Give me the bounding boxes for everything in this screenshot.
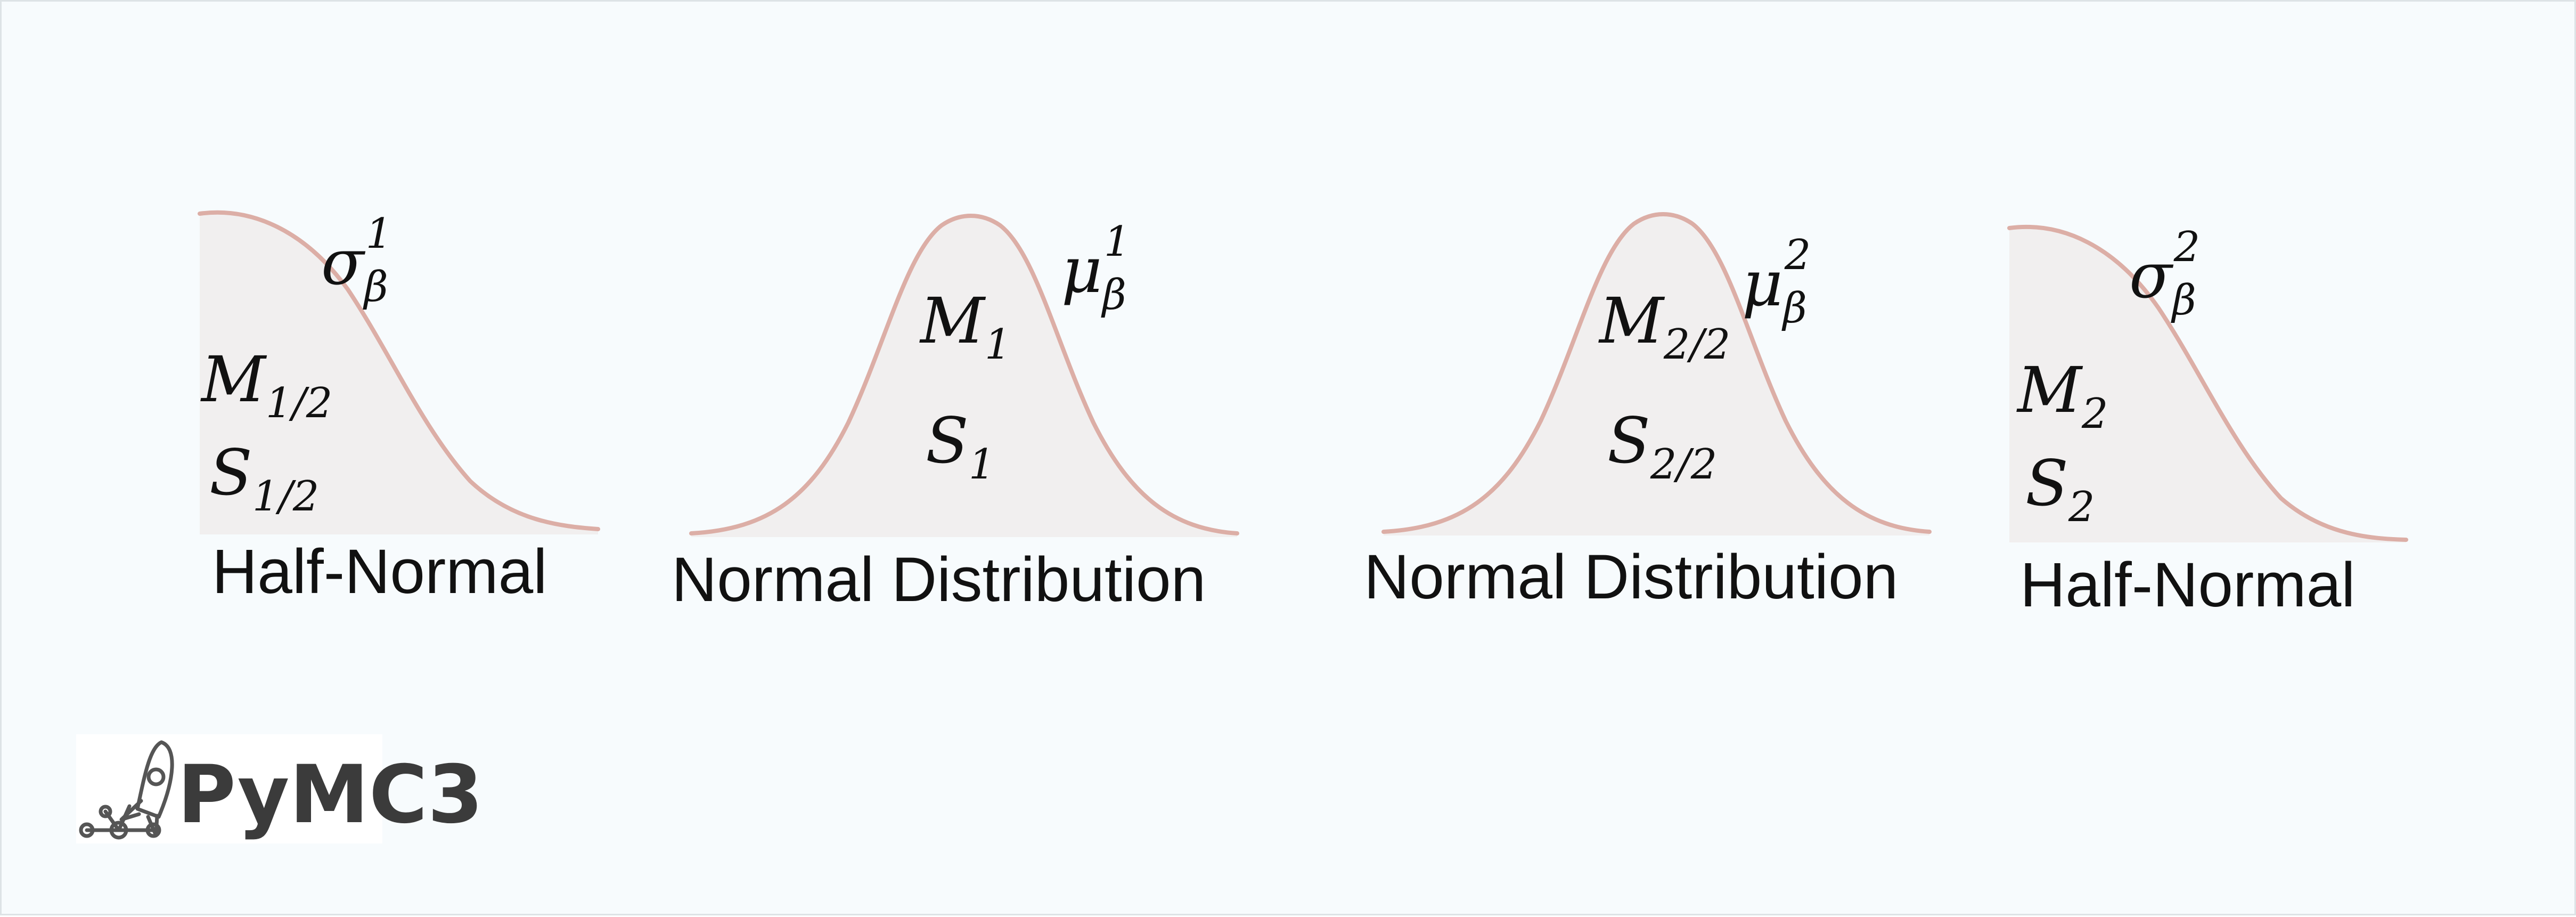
- param-mu-label: μβ2: [1742, 231, 1811, 332]
- sd-label: S2: [2025, 447, 2095, 531]
- panel-normal-2: μβ2 M2/2 S2/2 Normal Distribution: [1364, 212, 1932, 612]
- param-sigma-label: σβ2: [2129, 223, 2200, 324]
- sd-label: S2/2: [1607, 404, 1717, 489]
- panel-caption: Normal Distribution: [1364, 542, 1898, 612]
- mean-label: M1/2: [200, 343, 332, 427]
- sd-label: S1/2: [209, 436, 319, 521]
- param-sigma-label: σβ1: [321, 210, 392, 311]
- mean-label: M2/2: [1598, 284, 1730, 369]
- panel-half-normal-1: σβ1 M1/2 S1/2 Half-Normal: [198, 210, 600, 607]
- normal-density-curve: [689, 214, 1239, 535]
- logo-background: [76, 734, 382, 843]
- normal-density-area: [691, 216, 1237, 537]
- panel-normal-1: μβ1 M1 S1 Normal Distribution: [672, 214, 1239, 615]
- panel-caption: Half-Normal: [2020, 550, 2355, 620]
- panel-caption: Half-Normal: [212, 537, 547, 607]
- panel-caption: Normal Distribution: [672, 545, 1206, 615]
- mean-label: M2: [2016, 353, 2108, 438]
- normal-density-area: [1384, 214, 1929, 535]
- half-normal-density-area: [2009, 226, 2406, 542]
- half-normal-density-area: [200, 212, 598, 534]
- rocket-icon: [79, 740, 174, 840]
- sd-label: S1: [926, 404, 995, 489]
- logo-text: PyMC3: [177, 749, 483, 841]
- pymc3-logo: PyMC3: [76, 734, 483, 843]
- param-mu-label: μβ1: [1061, 218, 1130, 319]
- normal-density-curve: [1381, 212, 1932, 534]
- mean-label: M1: [919, 284, 1011, 369]
- panel-half-normal-2: σβ2 M2 S2 Half-Normal: [2007, 223, 2408, 620]
- half-normal-density-curve: [198, 210, 600, 531]
- half-normal-density-curve: [2007, 224, 2408, 542]
